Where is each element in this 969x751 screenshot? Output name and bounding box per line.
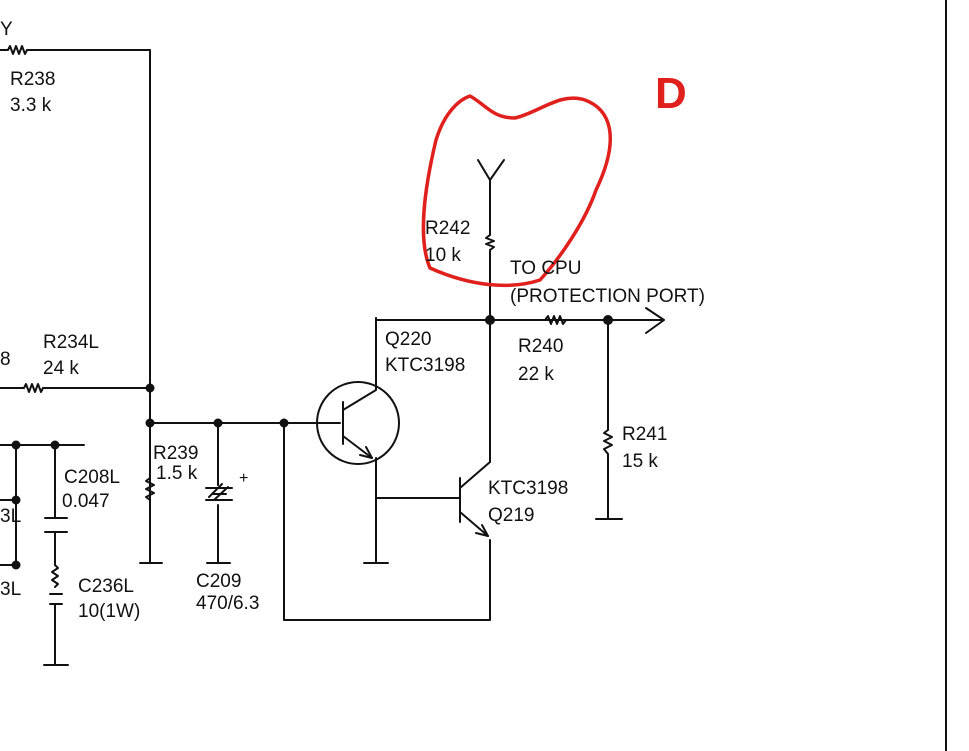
- label-r241-name: R241: [622, 424, 668, 445]
- c209-capacitor: [205, 483, 233, 501]
- label-protection-port: (PROTECTION PORT): [510, 286, 705, 307]
- label-r241-value: 15 k: [622, 451, 658, 472]
- label-to-cpu: TO CPU: [510, 258, 582, 279]
- wire-c236l: [43, 547, 69, 666]
- r242-resistor: [485, 234, 495, 251]
- label-r240-name: R240: [518, 336, 564, 357]
- label-y: Y: [0, 19, 13, 40]
- label-c236l-name: C236L: [78, 576, 134, 597]
- label-c209-polarity: +: [239, 470, 249, 487]
- label-q220-name: Q220: [385, 329, 432, 350]
- label-c208l-name: C208L: [64, 467, 120, 488]
- r239-resistor: [145, 477, 155, 501]
- annotation-label: D: [655, 69, 687, 118]
- annotation-circle: [421, 94, 612, 288]
- label-q220-part: KTC3198: [385, 355, 466, 376]
- wire-q220-collector: [375, 317, 609, 321]
- label-r240-value: 22 k: [518, 364, 554, 385]
- output-arrow: [607, 307, 665, 334]
- label-r238-name: R238: [10, 69, 56, 90]
- wire-left-vertical: [0, 444, 17, 566]
- label-q219-name: Q219: [488, 505, 535, 526]
- c236l-resistor: [49, 564, 63, 605]
- label-c209-value: 470/6.3: [196, 593, 260, 614]
- label-r238-value: 3.3 k: [10, 95, 52, 116]
- c208l-capacitor: [44, 517, 68, 533]
- frame-border: [945, 0, 947, 751]
- label-r239-value: 1.5 k: [156, 463, 198, 484]
- label-r242-name: R242: [425, 218, 471, 239]
- label-r242-value: 10 k: [425, 245, 461, 266]
- q220-transistor: [316, 317, 400, 499]
- label-l-upper: 3L: [0, 506, 22, 527]
- label-r234l-value: 24 k: [43, 358, 79, 379]
- r240-resistor: [544, 315, 567, 325]
- label-c208l-value: 0.047: [62, 491, 110, 512]
- label-left-8: 8: [0, 349, 11, 370]
- label-q219-part: KTC3198: [488, 478, 569, 499]
- r238-resistor: [0, 45, 151, 55]
- r241-resistor: [603, 429, 613, 455]
- label-c236l-value: 10(1W): [78, 601, 141, 622]
- wire-feedback-loop: [283, 422, 491, 621]
- junction-dots: [11, 315, 613, 570]
- label-c209-name: C209: [196, 571, 242, 592]
- label-r234l-name: R234L: [43, 332, 99, 353]
- label-r239-name: R239: [153, 443, 199, 464]
- r234l-resistor: [0, 383, 151, 393]
- wire-q220-emitter-q219: [375, 497, 461, 563]
- label-l-lower: 3L: [0, 579, 22, 600]
- q219-transistor: [459, 319, 491, 537]
- vcc-arrow: [477, 159, 505, 181]
